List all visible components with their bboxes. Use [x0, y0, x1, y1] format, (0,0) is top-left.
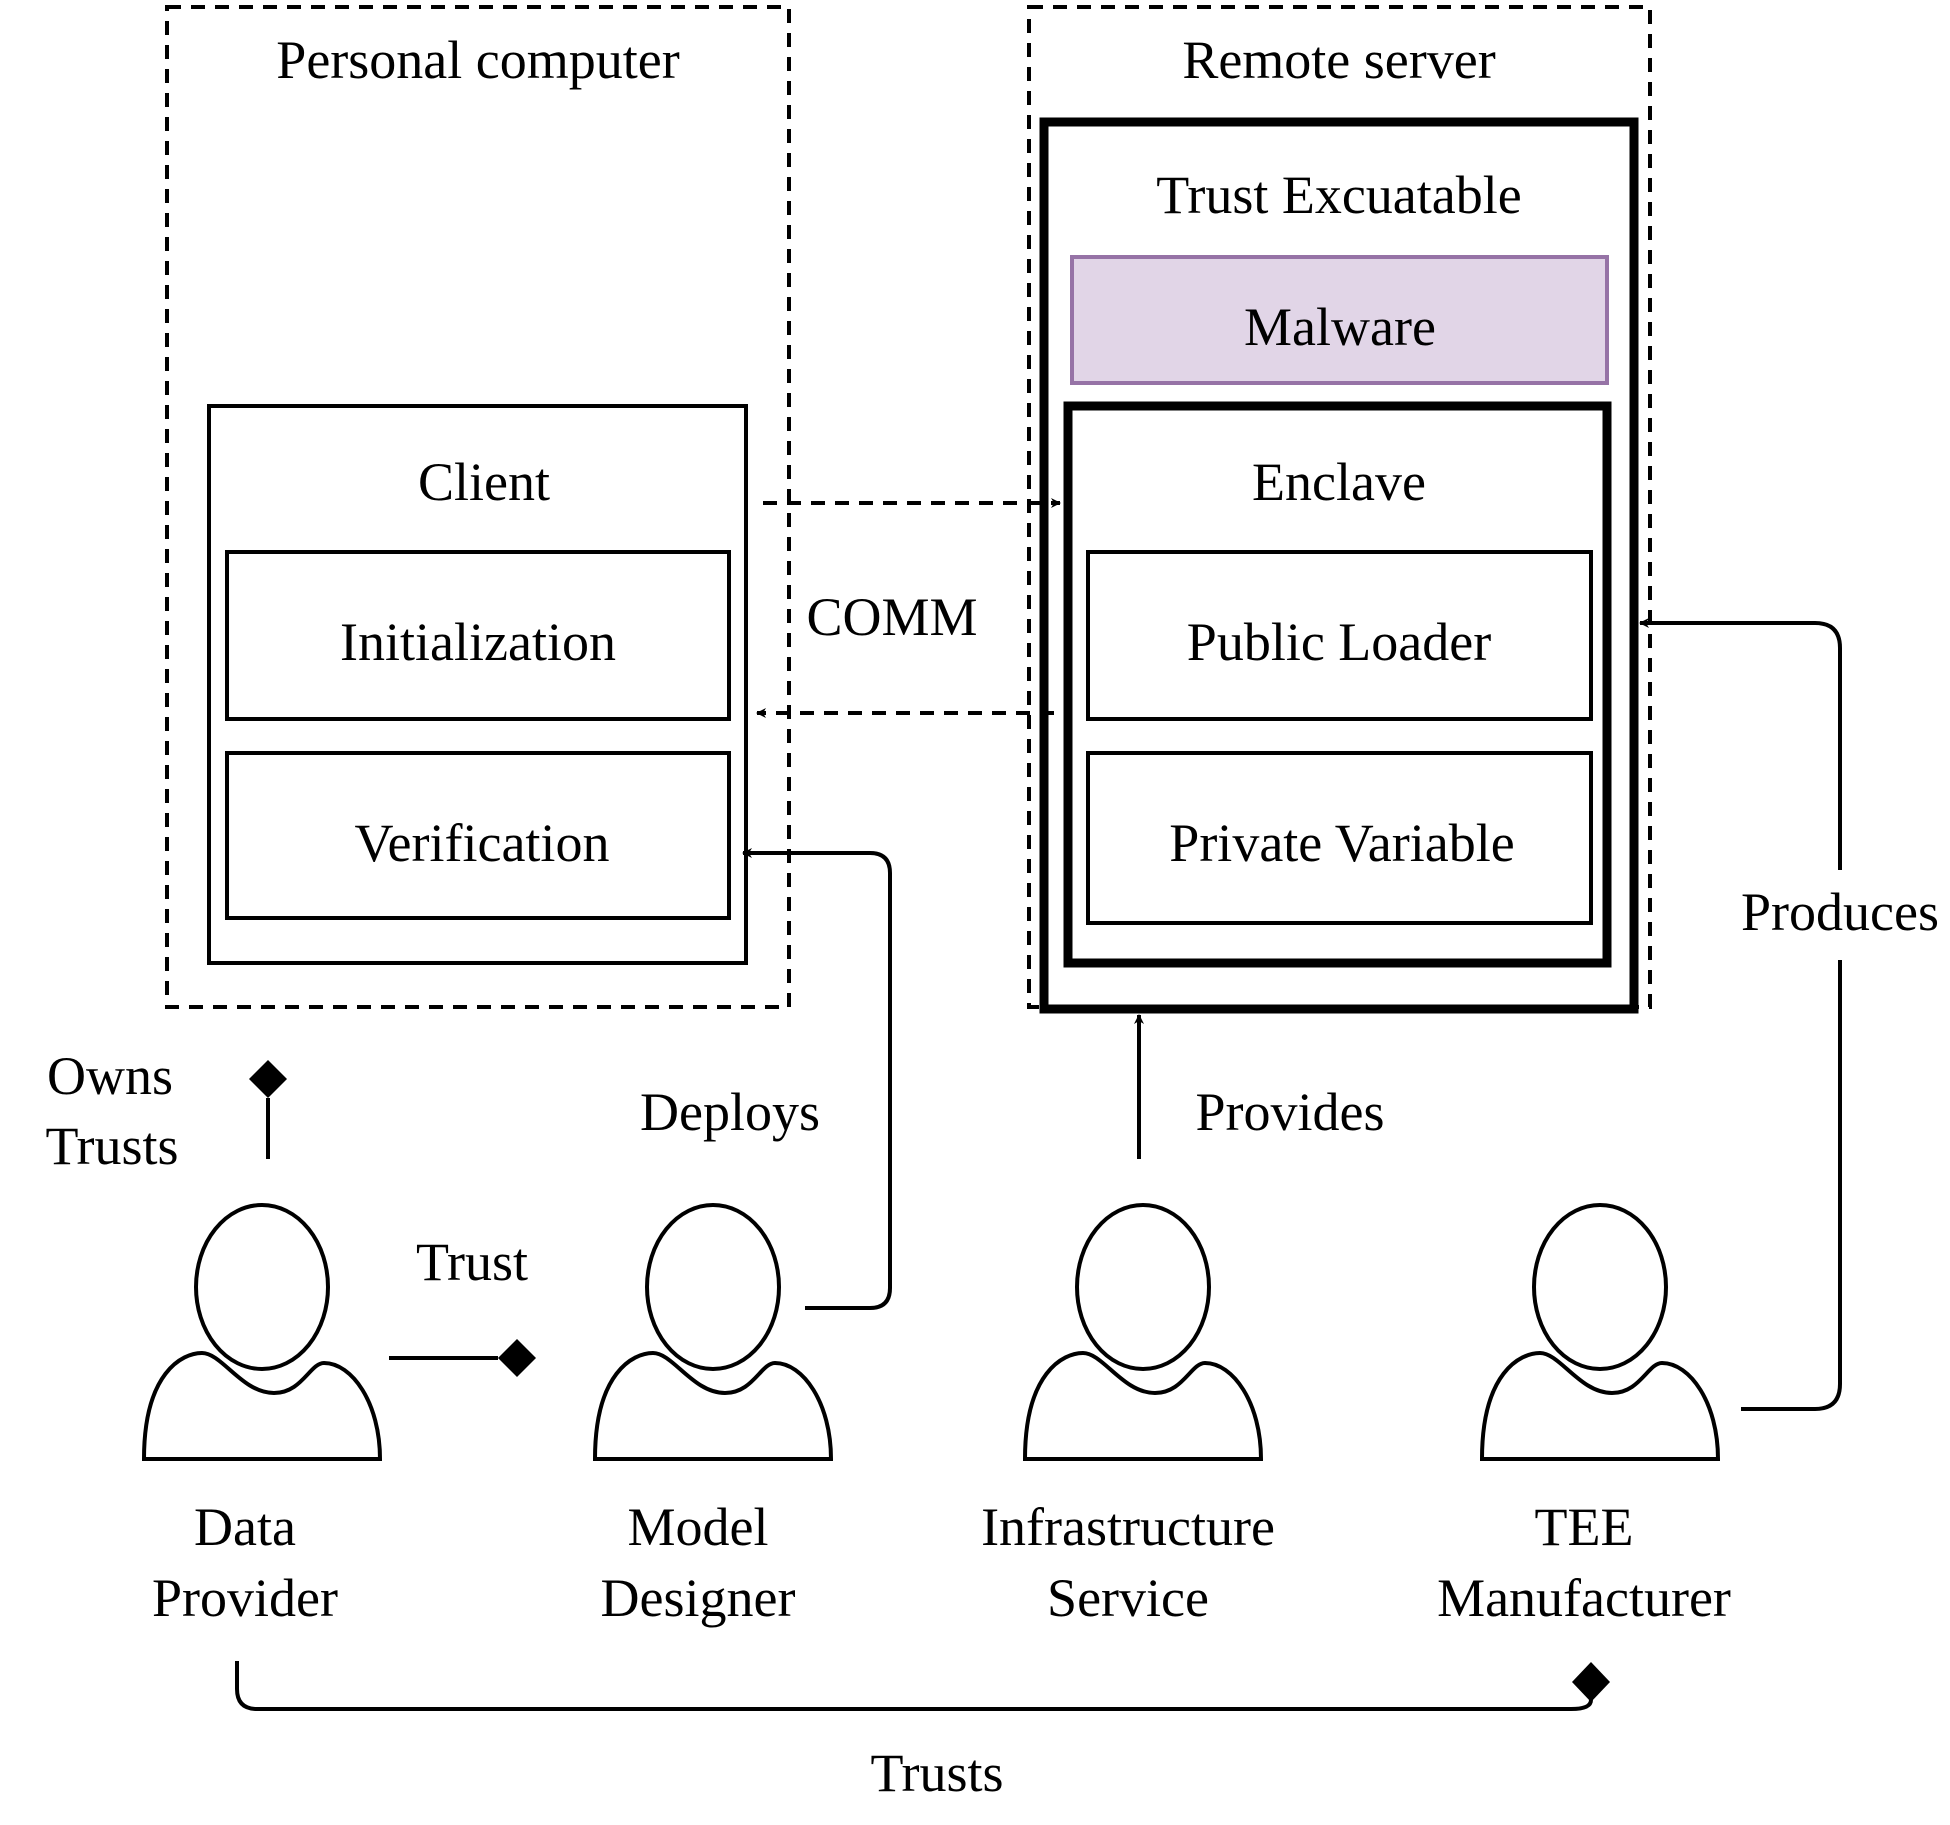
actor-infrastructure-service-icon [1022, 1203, 1264, 1461]
owns-trusts-connection: Owns Trusts [45, 1046, 287, 1176]
actor-labels: Data Provider Model Designer Infrastruct… [152, 1497, 1731, 1628]
public-loader-module[interactable]: Public Loader [1086, 550, 1593, 721]
produces-connection: Produces [1639, 618, 1939, 1411]
deploys-label: Deploys [640, 1082, 820, 1142]
initialization-label: Initialization [340, 612, 616, 672]
person-body [592, 1350, 834, 1461]
actor-tee-manufacturer-icon [1479, 1203, 1721, 1461]
personal-computer-boundary [165, 5, 791, 1009]
produces-label: Produces [1741, 882, 1939, 942]
remote-server-label: Remote server [1182, 30, 1495, 90]
deploys-arrow [742, 848, 892, 1310]
person-head [194, 1203, 330, 1371]
personal-computer-container: Personal computer [165, 5, 791, 1009]
actor-model-designer-line2: Designer [601, 1568, 796, 1628]
actor-tee-manufacturer-line2: Manufacturer [1437, 1568, 1731, 1628]
actor-model-designer-icon [592, 1203, 834, 1461]
actor-model-designer-line1: Model [628, 1497, 769, 1557]
produces-line-lower [1741, 960, 1842, 1411]
trust-connection: Trust [389, 1232, 536, 1377]
person-head [1075, 1203, 1211, 1371]
private-variable-module[interactable]: Private Variable [1086, 751, 1593, 925]
person-head [645, 1203, 781, 1371]
person-head [1532, 1203, 1668, 1371]
malware-frame [1070, 255, 1609, 385]
trusts-bottom-connection: Trusts [235, 1661, 1610, 1803]
actor-tee-manufacturer-line1: TEE [1535, 1497, 1634, 1557]
trusts-bottom-line [235, 1661, 1593, 1711]
actors [141, 1203, 1721, 1461]
deploys-connection: Deploys [640, 848, 892, 1310]
actor-data-provider-line2: Provider [152, 1568, 338, 1628]
person-body [1022, 1350, 1264, 1461]
private-variable-frame [1086, 751, 1593, 925]
initialization-frame [225, 550, 731, 721]
trusts-bottom-diamond-icon [1572, 1662, 1610, 1702]
produces-arrow-upper [1639, 618, 1842, 870]
trusts-upper-label: Trusts [45, 1116, 178, 1176]
person-body [1479, 1350, 1721, 1461]
trusts-bottom-label: Trusts [870, 1743, 1003, 1803]
comm-connection: COMM [756, 498, 1061, 718]
actor-infrastructure-service-line2: Service [1047, 1568, 1209, 1628]
actor-data-provider-icon [141, 1203, 383, 1461]
enclave-title: Enclave [1252, 452, 1426, 512]
public-loader-label: Public Loader [1187, 612, 1491, 672]
malware-label: Malware [1244, 297, 1436, 357]
provides-connection: Provides [1134, 1014, 1385, 1159]
personal-computer-label: Personal computer [276, 30, 679, 90]
client-title: Client [418, 452, 550, 512]
client-box[interactable]: Client Initialization Verification [207, 404, 748, 965]
actor-infrastructure-service-line1: Infrastructure [981, 1497, 1275, 1557]
trust-executable-box[interactable]: Trust Excuatable Malware Enclave Public … [1039, 117, 1639, 1014]
private-variable-label: Private Variable [1169, 813, 1514, 873]
owns-label: Owns [47, 1046, 173, 1106]
public-loader-frame [1086, 550, 1593, 721]
person-body [141, 1350, 383, 1461]
initialization-module[interactable]: Initialization [225, 550, 731, 721]
actor-data-provider-line1: Data [194, 1497, 296, 1557]
verification-module[interactable]: Verification [225, 751, 731, 920]
verification-label: Verification [355, 813, 610, 873]
provides-label: Provides [1196, 1082, 1385, 1142]
malware-box[interactable]: Malware [1070, 255, 1609, 385]
trust-label: Trust [416, 1232, 528, 1292]
verification-frame [225, 751, 731, 920]
owns-diamond-icon [249, 1060, 287, 1098]
trust-diamond-icon [498, 1339, 536, 1377]
trust-executable-title: Trust Excuatable [1156, 165, 1521, 225]
comm-label: COMM [806, 587, 977, 647]
enclave-box[interactable]: Enclave Public Loader Private Variable [1063, 401, 1612, 968]
